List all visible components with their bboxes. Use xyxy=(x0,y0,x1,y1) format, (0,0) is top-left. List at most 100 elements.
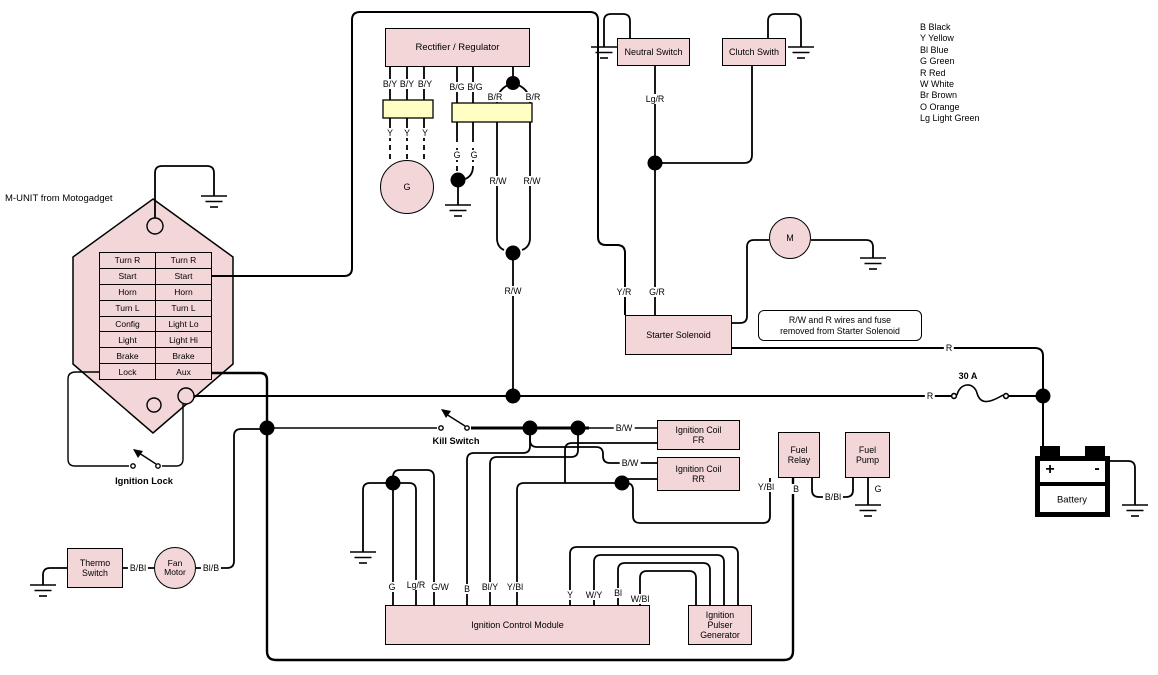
ignition-coil-fr-box: Ignition Coil FR xyxy=(657,420,740,450)
m-unit-pin-cell: Horn xyxy=(155,283,212,301)
battery-plus-sign: + xyxy=(1045,461,1055,478)
legend-item: Br Brown xyxy=(920,90,958,101)
battery-minus-sign: - xyxy=(1094,460,1100,477)
wire-label: W/Bl xyxy=(628,594,652,604)
m-unit-pin-cell: Light xyxy=(99,331,156,349)
ignition-lock-label: Ignition Lock xyxy=(115,476,173,486)
wire-label: B/Bl xyxy=(127,563,149,573)
fuel-pump-box: Fuel Pump xyxy=(845,432,890,478)
kill-switch-label: Kill Switch xyxy=(432,436,480,446)
m-unit-pin-cell: Lock xyxy=(99,363,156,381)
wire-label: Y/Bl xyxy=(504,582,526,592)
m-unit-pin-cell: Turn R xyxy=(99,252,156,269)
wire-label: R/W xyxy=(521,176,543,186)
m-unit-pin-cell: Brake xyxy=(99,347,156,365)
kill-switch-icon xyxy=(438,409,470,431)
note-box: R/W and R wires and fuse removed from St… xyxy=(758,310,922,341)
clutch-switch-box: Clutch Swith xyxy=(722,38,786,66)
wire-label: R/W xyxy=(502,286,524,296)
wire-label: Y xyxy=(565,590,575,600)
neutral-switch-box: Neutral Switch xyxy=(617,38,690,66)
wire-label: Y xyxy=(385,128,395,138)
ignition-lock-icon xyxy=(130,449,161,469)
wire-label: R xyxy=(924,391,936,401)
legend-item: G Green xyxy=(920,56,955,67)
legend-item: B Black xyxy=(920,22,951,32)
wire-label: Y xyxy=(402,128,412,138)
wire-label: G/R xyxy=(647,287,667,297)
ignition-coil-rr-box: Ignition Coil RR xyxy=(657,457,740,491)
wire-label: B/Y xyxy=(415,79,435,89)
wire-label: Y/R xyxy=(614,287,634,297)
wire-label: B/W xyxy=(619,458,641,468)
wire-label: B/Y xyxy=(397,79,417,89)
legend-item: Bl Blue xyxy=(920,44,949,55)
wire-label: B/G xyxy=(447,82,467,92)
legend-item: Y Yellow xyxy=(920,33,954,44)
wire-label: B xyxy=(462,584,472,594)
wire-label: B/R xyxy=(485,92,505,102)
m-unit-pin-cell: Turn L xyxy=(99,299,156,317)
wire-label: G/W xyxy=(429,582,451,592)
battery-label: Battery xyxy=(1056,494,1088,506)
generator-circle: G xyxy=(380,160,434,214)
wire-label: G xyxy=(872,484,884,494)
wire-label: B xyxy=(791,484,801,494)
wire-label: B/Bl xyxy=(822,492,844,502)
starter-solenoid-box: Starter Solenoid xyxy=(625,315,732,355)
m-unit-pin-cell: Aux xyxy=(155,363,212,381)
wire-label: Lg/R xyxy=(404,580,428,590)
legend-item: W White xyxy=(920,79,955,90)
wire-label: Bl/B xyxy=(200,563,222,573)
wire-label: Y/Bl xyxy=(755,482,777,492)
rectifier-regulator-box: Rectifier / Regulator xyxy=(385,28,530,67)
wire-label: Y xyxy=(420,128,430,138)
junction-dots xyxy=(259,76,1051,491)
m-unit-pin-cell: Horn xyxy=(99,283,156,301)
m-unit-pin-cell: Start xyxy=(155,267,212,285)
m-unit-pin-cell: Config xyxy=(99,315,156,333)
wire-label: G xyxy=(386,582,398,592)
wire-label: B/R xyxy=(523,92,543,102)
fuse-icon xyxy=(950,384,1010,403)
m-unit-pin-cell: Brake xyxy=(155,347,212,365)
wire-label: G xyxy=(451,150,463,160)
wire-label: B/G xyxy=(465,82,485,92)
ignition-pulser-generator-box: Ignition Pulser Generator xyxy=(688,605,752,645)
legend-item: Lg Light Green xyxy=(920,113,980,124)
m-unit-title: M-UNIT from Motogadget xyxy=(5,193,113,204)
connector-block-1 xyxy=(382,99,434,119)
starter-motor-circle: M xyxy=(769,217,811,259)
connector-block-2 xyxy=(451,102,533,123)
wire-label: G xyxy=(468,150,480,160)
ignition-control-module-box: Ignition Control Module xyxy=(385,605,650,645)
wire-label: W/Y xyxy=(583,590,605,600)
m-unit-pin-cell: Start xyxy=(99,267,156,285)
wire-label: Lg/R xyxy=(643,94,667,104)
m-unit-pin-cell: Turn L xyxy=(155,299,212,317)
fuse-rating-label: 30 A xyxy=(958,371,978,381)
battery-icon xyxy=(1035,446,1110,517)
m-unit-pin-cell: Light Hi xyxy=(155,331,212,349)
m-unit-pin-cell: Turn R xyxy=(155,252,212,269)
wire-label: Bl xyxy=(612,588,624,598)
wire-label: R xyxy=(943,343,955,353)
wire-label: Bl/Y xyxy=(479,582,501,592)
wire-label: B/Y xyxy=(380,79,400,89)
m-unit-pin-cell: Light Lo xyxy=(155,315,212,333)
wire-label: R/W xyxy=(487,176,509,186)
legend-item: R Red xyxy=(920,67,946,78)
wire-label: B/W xyxy=(613,423,635,433)
thermo-switch-box: Thermo Switch xyxy=(67,548,123,588)
